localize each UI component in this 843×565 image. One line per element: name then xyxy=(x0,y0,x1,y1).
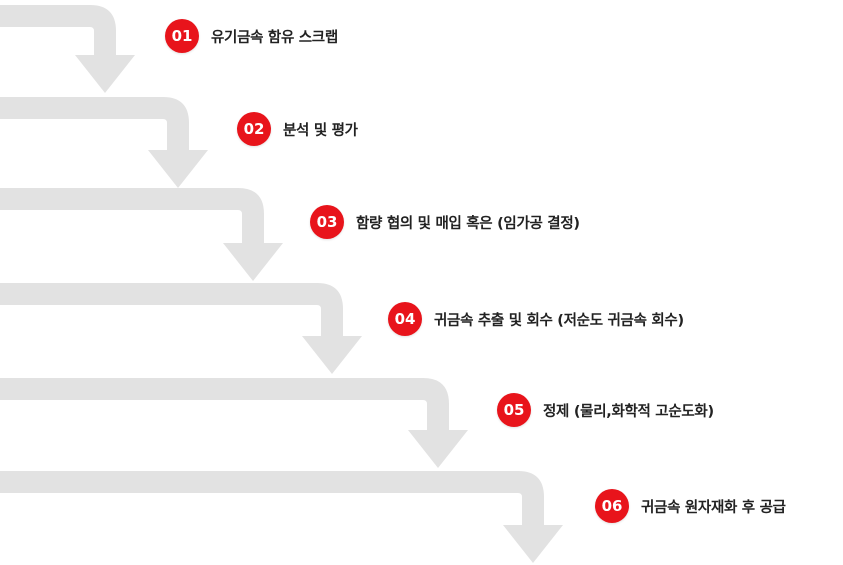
step-number-badge: 06 xyxy=(595,489,629,523)
step-arrow-3 xyxy=(0,188,283,281)
step-3: 03 함량 협의 및 매입 혹은 (임가공 결정) xyxy=(310,205,580,239)
step-label: 귀금속 원자재화 후 공급 xyxy=(641,499,786,516)
step-arrow-5 xyxy=(0,378,468,468)
step-arrow-6 xyxy=(0,471,563,563)
step-number-badge: 05 xyxy=(497,393,531,427)
step-label: 분석 및 평가 xyxy=(283,122,358,139)
step-number-badge: 04 xyxy=(388,302,422,336)
step-6: 06 귀금속 원자재화 후 공급 xyxy=(595,489,786,523)
step-label: 정제 (물리,화학적 고순도화) xyxy=(543,403,714,420)
step-number-badge: 02 xyxy=(237,112,271,146)
step-label: 함량 협의 및 매입 혹은 (임가공 결정) xyxy=(356,215,580,232)
step-arrow-4 xyxy=(0,283,362,374)
step-1: 01 유기금속 함유 스크랩 xyxy=(165,19,338,53)
step-arrow-1 xyxy=(0,5,135,93)
step-number-badge: 03 xyxy=(310,205,344,239)
step-arrow-2 xyxy=(0,97,208,188)
step-label: 유기금속 함유 스크랩 xyxy=(211,29,338,46)
step-5: 05 정제 (물리,화학적 고순도화) xyxy=(497,393,714,427)
step-4: 04 귀금속 추출 및 회수 (저순도 귀금속 회수) xyxy=(388,302,684,336)
step-label: 귀금속 추출 및 회수 (저순도 귀금속 회수) xyxy=(434,312,684,329)
step-2: 02 분석 및 평가 xyxy=(237,112,358,146)
step-number-badge: 01 xyxy=(165,19,199,53)
